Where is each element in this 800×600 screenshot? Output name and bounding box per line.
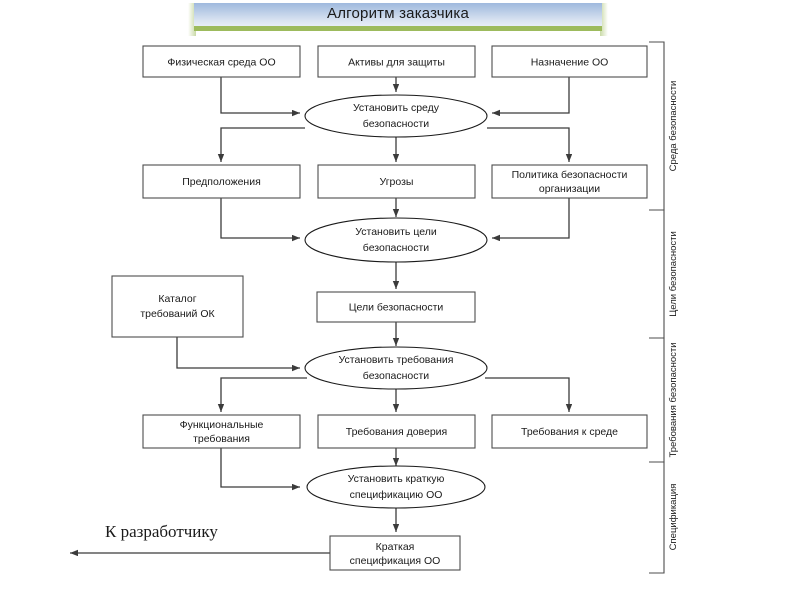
ellipse-set-security-objectives-label-1: Установить цели: [355, 226, 437, 238]
connector-set-env-to-assumptions: [217, 127, 305, 162]
box-assurance-requirements[interactable]: Требования доверия: [317, 414, 476, 449]
connector-set-requirements-to-functional: [217, 377, 307, 412]
ellipse-set-toe-summary-spec-label-1: Установить краткую: [348, 473, 445, 485]
box-assumptions-label: Предположения: [182, 176, 261, 188]
box-assets[interactable]: Активы для защиты: [317, 45, 476, 78]
connector-physical-env-to-set-env: [220, 77, 300, 117]
title-banner: Алгоритм заказчика: [194, 3, 602, 31]
box-functional-requirements-label-2: требования: [193, 433, 250, 445]
banner-glow-right: [600, 3, 608, 36]
box-org-policy-label-1: Политика безопасности: [512, 169, 628, 181]
to-developer-label: К разработчику: [105, 522, 218, 541]
connector-set-requirements-to-environment: [485, 377, 573, 412]
box-toe-summary-spec-label-2: спецификация ОО: [350, 555, 441, 567]
ellipse-set-toe-summary-spec-label-2: спецификацию ОО: [350, 489, 443, 501]
ellipse-set-security-env[interactable]: Установить среду безопасности: [304, 94, 488, 138]
box-cc-catalog-label-2: требований ОК: [140, 308, 215, 320]
bracket-security-requirements: Требования безопасности: [649, 337, 679, 463]
ellipse-set-toe-summary-spec[interactable]: Установить краткую спецификацию ОО: [306, 465, 486, 509]
box-toe-purpose-label: Назначение ОО: [531, 56, 609, 68]
bracket-security-objectives: Цели безопасности: [649, 209, 679, 339]
bracket-specification: Спецификация: [649, 461, 679, 574]
box-physical-env[interactable]: Физическая среда ОО: [142, 45, 301, 78]
box-toe-purpose[interactable]: Назначение ОО: [491, 45, 648, 78]
page-title: Алгоритм заказчика: [326, 5, 469, 22]
connector-functional-to-set-summary: [220, 448, 300, 491]
bracket-security-objectives-label: Цели безопасности: [668, 231, 679, 317]
box-environment-requirements[interactable]: Требования к среде: [491, 414, 648, 449]
box-functional-requirements-label-1: Функциональные: [180, 419, 264, 431]
box-environment-requirements-label: Требования к среде: [521, 426, 618, 438]
box-cc-catalog[interactable]: Каталог требований ОК: [111, 275, 244, 338]
ellipse-set-security-requirements-label-1: Установить требования: [339, 354, 454, 366]
box-cc-catalog-label-1: Каталог: [158, 293, 196, 305]
box-toe-summary-spec-label-1: Краткая: [376, 541, 415, 553]
box-org-policy-label-2: организации: [539, 183, 600, 195]
box-functional-requirements[interactable]: Функциональные требования: [142, 414, 301, 449]
bracket-security-requirements-label: Требования безопасности: [668, 342, 679, 457]
ellipse-set-security-env-label-2: безопасности: [363, 118, 430, 130]
ellipse-set-security-objectives-label-2: безопасности: [363, 242, 430, 254]
connector-set-env-to-org-policy: [487, 127, 573, 162]
box-assumptions[interactable]: Предположения: [142, 164, 301, 199]
connector-assumptions-to-set-objectives: [220, 198, 300, 242]
box-assurance-requirements-label: Требования доверия: [346, 426, 447, 438]
banner-glow-left: [188, 3, 196, 36]
bracket-specification-label: Спецификация: [668, 484, 679, 551]
bracket-security-env: Среда безопасности: [649, 41, 679, 211]
ellipse-set-security-objectives[interactable]: Установить цели безопасности: [304, 217, 488, 263]
ellipse-set-security-requirements-label-2: безопасности: [363, 370, 430, 382]
box-threats[interactable]: Угрозы: [317, 164, 476, 199]
box-security-objectives[interactable]: Цели безопасности: [316, 291, 476, 323]
box-org-policy[interactable]: Политика безопасности организации: [491, 164, 648, 199]
ellipse-set-security-requirements[interactable]: Установить требования безопасности: [304, 346, 488, 390]
connector-layer: [70, 77, 573, 557]
box-threats-label: Угрозы: [380, 176, 414, 188]
connector-toe-purpose-to-set-env: [492, 77, 570, 117]
box-toe-summary-spec[interactable]: Краткая спецификация ОО: [329, 535, 461, 571]
box-physical-env-label: Физическая среда ОО: [167, 56, 275, 68]
box-assets-label: Активы для защиты: [348, 56, 445, 68]
box-security-objectives-label: Цели безопасности: [349, 301, 444, 313]
bracket-security-env-label: Среда безопасности: [668, 81, 679, 172]
connector-cc-catalog-to-set-requirements: [176, 337, 300, 372]
ellipse-set-security-env-label-1: Установить среду: [353, 102, 440, 114]
connector-org-policy-to-set-objectives: [492, 198, 570, 242]
